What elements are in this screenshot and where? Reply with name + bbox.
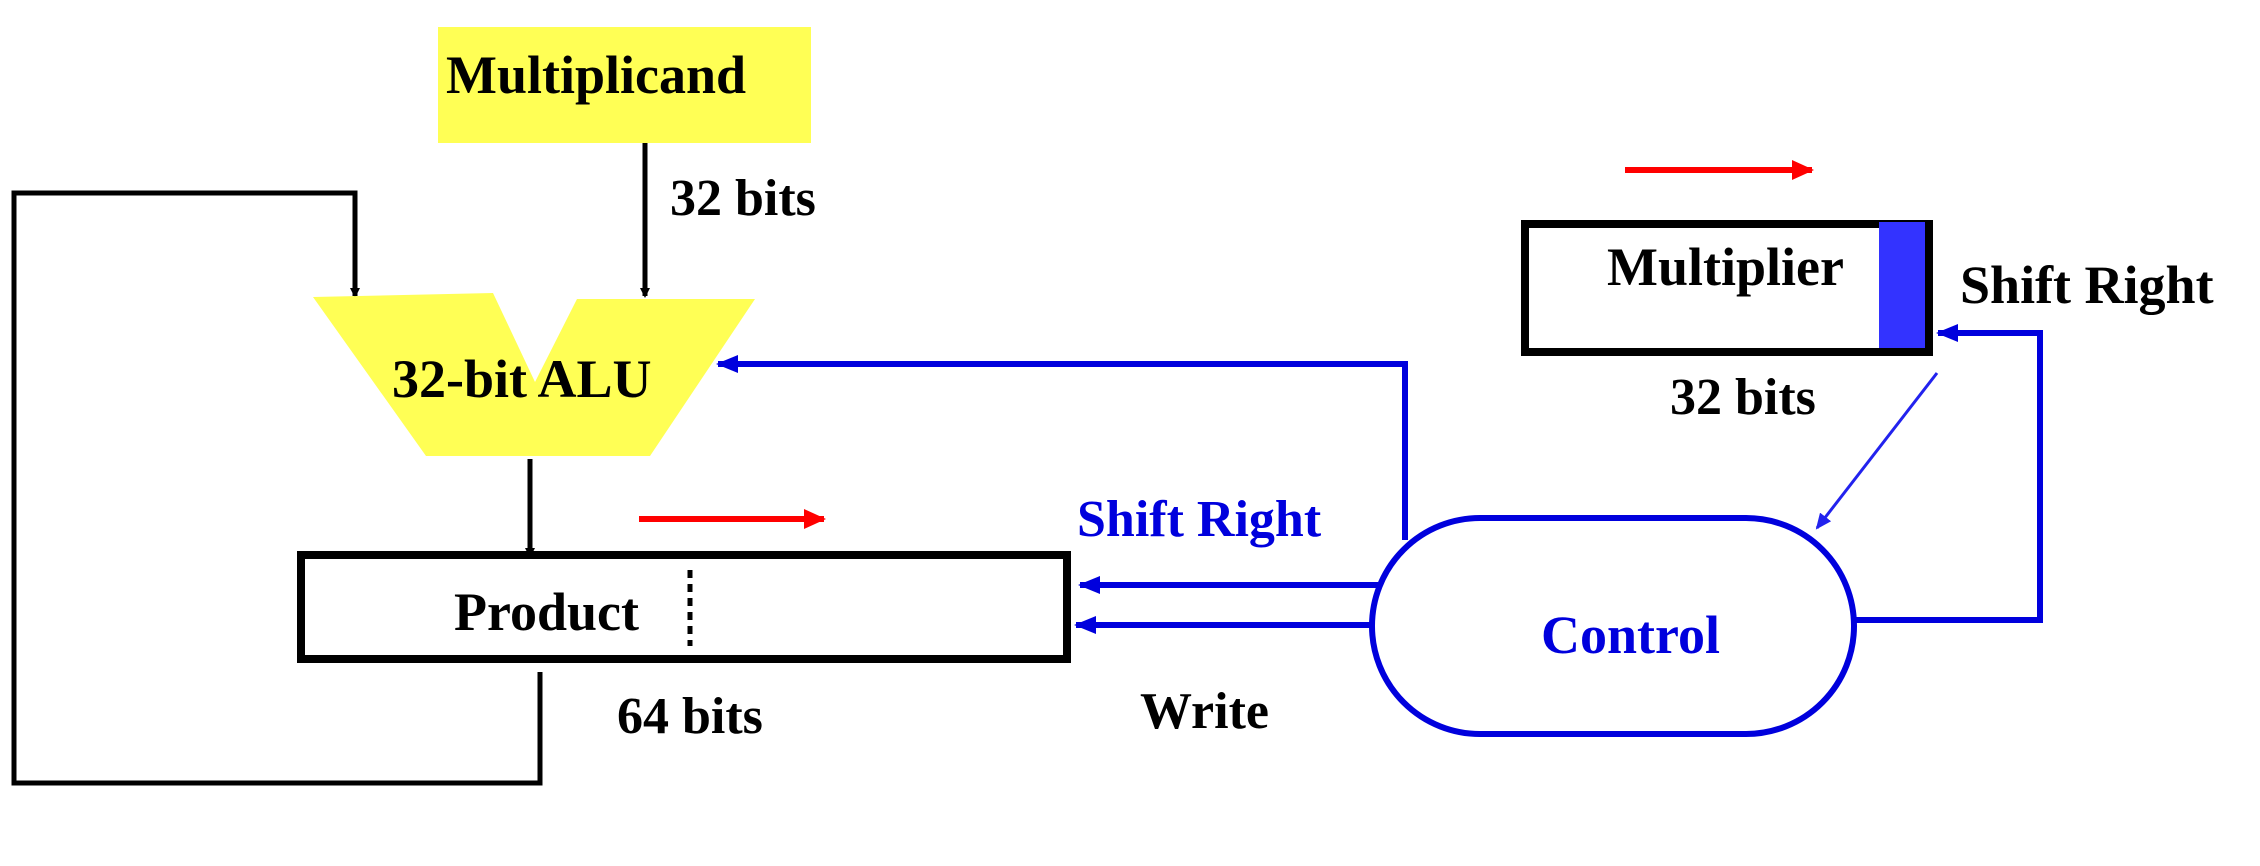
product-width-label: 64 bits xyxy=(617,688,763,745)
multiplier-label: Multiplier xyxy=(1607,237,1844,297)
multiplier-lsb-to-control-line xyxy=(1815,372,1939,530)
product-label: Product xyxy=(454,582,639,642)
alu-shape xyxy=(313,293,755,456)
multiplier-register xyxy=(1521,220,1933,356)
product-write-label: Write xyxy=(1140,683,1269,740)
product-feedback-loop xyxy=(11,190,543,786)
product-register xyxy=(297,551,1071,663)
control-unit xyxy=(1369,515,1857,737)
product-shift-right-label: Shift Right xyxy=(1077,491,1322,548)
multiplier-shift-right-label: Shift Right xyxy=(1960,255,2214,315)
alu-label: 32-bit ALU xyxy=(392,349,652,409)
multiplicand-register xyxy=(438,27,811,143)
multiplier-lsb-bit xyxy=(1879,222,1925,348)
multiplier-width-label: 32 bits xyxy=(1670,369,1816,426)
multiplicand-label: Multiplicand xyxy=(446,45,747,105)
control-to-multiplier-shift-signal xyxy=(1856,324,2043,623)
multiplicand-width-label: 32 bits xyxy=(670,170,816,227)
control-label: Control xyxy=(1541,605,1721,665)
control-to-alu-signal xyxy=(716,355,1408,540)
